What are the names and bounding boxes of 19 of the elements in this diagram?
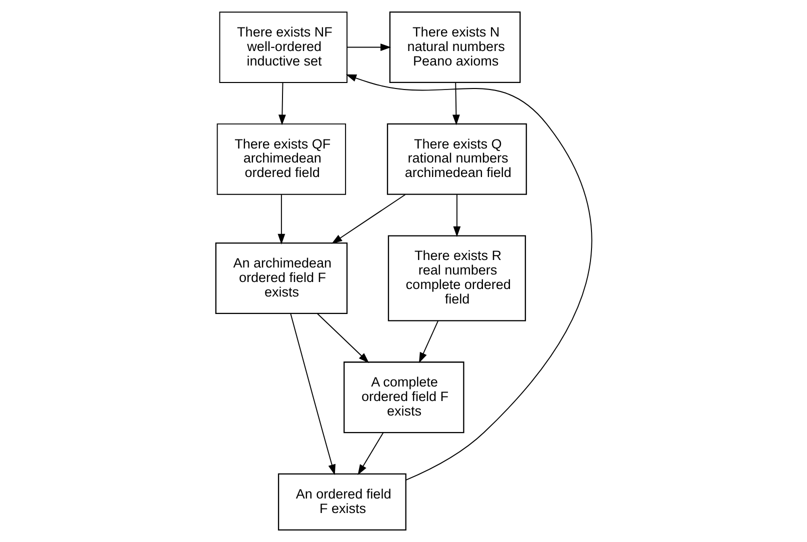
node-box: There exists R real numbers complete ordered field bbox=[387, 235, 526, 322]
arrow bbox=[277, 194, 285, 244]
node-box: There exists NF well-ordered inductive set bbox=[218, 12, 347, 83]
arrow bbox=[316, 313, 369, 364]
arrow bbox=[290, 313, 335, 476]
node-box: An ordered field F exists bbox=[277, 473, 406, 530]
arrow bbox=[346, 44, 391, 51]
arrow bbox=[452, 194, 460, 237]
node-box: There exists QF archimedean ordered field bbox=[216, 123, 346, 195]
arrow bbox=[331, 194, 406, 244]
node-box: There exists N natural numbers Peano axioms bbox=[388, 12, 520, 84]
node-box: A complete ordered field F exists bbox=[343, 362, 464, 434]
node-box: An archimedean ordered field F exists bbox=[214, 242, 348, 314]
node-box: There exists Q rational numbers archimedean field bbox=[386, 123, 526, 195]
arrow bbox=[452, 82, 460, 126]
arrow bbox=[357, 432, 384, 476]
arrow bbox=[345, 74, 592, 481]
arrow bbox=[278, 82, 286, 126]
arrow bbox=[418, 320, 438, 364]
